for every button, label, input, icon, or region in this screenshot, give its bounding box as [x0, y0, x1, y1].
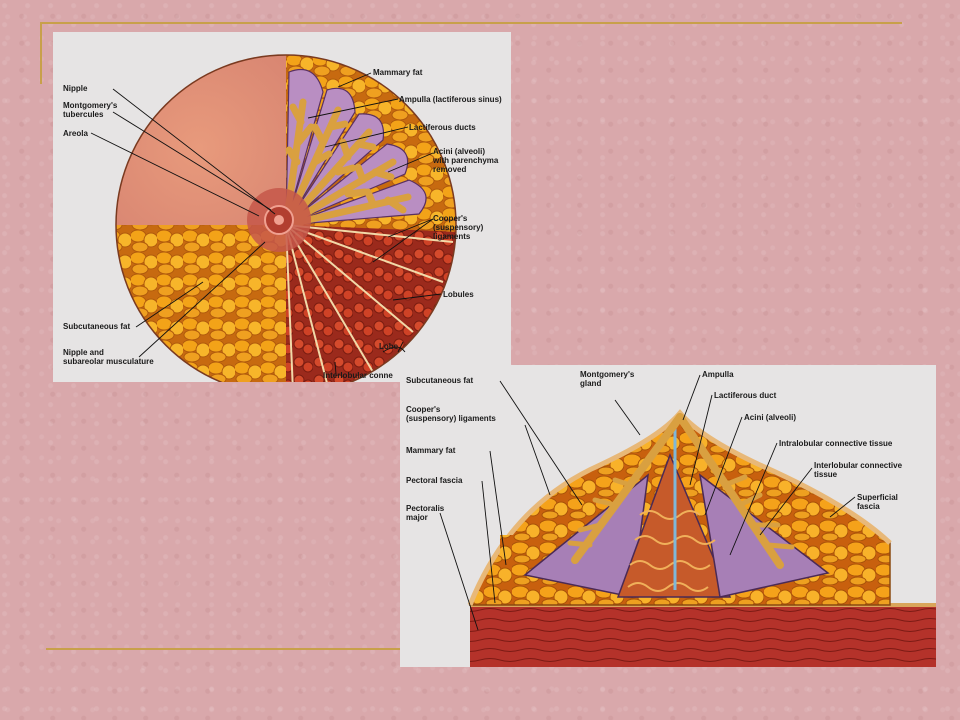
label-intralobular-connective: Intralobular connective tissue [779, 439, 893, 448]
label-pectoralis-major: Pectoralis major [406, 504, 445, 522]
label-lactiferous-duct: Lactiferous duct [714, 391, 777, 400]
label-interlobular-connective-section: Interlobular connective tissue [814, 461, 903, 479]
label-mammary-fat: Mammary fat [373, 68, 423, 77]
label-ampulla-section: Ampulla [702, 370, 734, 379]
breast-frontal-illustration [90, 54, 457, 382]
label-interlobular-connective: Interlobular conne [323, 371, 393, 380]
label-nipple-musculature: Nipple and subareolar musculature [63, 348, 154, 366]
label-pectoral-fascia: Pectoral fascia [406, 476, 463, 485]
label-acini-section: Acini (alveoli) [744, 413, 797, 422]
label-subcutaneous-fat-section: Subcutaneous fat [406, 376, 474, 385]
label-lobules: Lobules [443, 290, 474, 299]
label-areola: Areola [63, 129, 88, 138]
top-rule [40, 22, 902, 24]
label-lactiferous-ducts: Lactiferous ducts [409, 123, 476, 132]
label-nipple: Nipple [63, 84, 88, 93]
label-montgomery-gland: Montgomery's gland [580, 370, 635, 388]
label-superficial-fascia: Superficial fascia [857, 493, 898, 511]
breast-section-figure: Subcutaneous fat Cooper's (suspensory) l… [400, 365, 936, 667]
breast-frontal-figure: Nipple Montgomery's tubercules Areola Su… [53, 32, 511, 382]
label-montgomery-tubercules: Montgomery's tubercules [63, 101, 118, 119]
label-mammary-fat-section: Mammary fat [406, 446, 456, 455]
label-lobe: Lobe [379, 342, 399, 351]
label-coopers-ligaments: Cooper's (suspensory) ligaments [433, 214, 484, 241]
breast-section-illustration [439, 374, 936, 667]
label-acini: Acini (alveoli) with parenchyma removed [433, 147, 499, 174]
label-subcutaneous-fat: Subcutaneous fat [63, 322, 131, 331]
label-ampulla: Ampulla (lactiferous sinus) [399, 95, 502, 104]
label-coopers-ligaments-section: Cooper's (suspensory) ligaments [406, 405, 496, 423]
left-rule [40, 22, 42, 84]
bottom-rule [46, 648, 402, 650]
